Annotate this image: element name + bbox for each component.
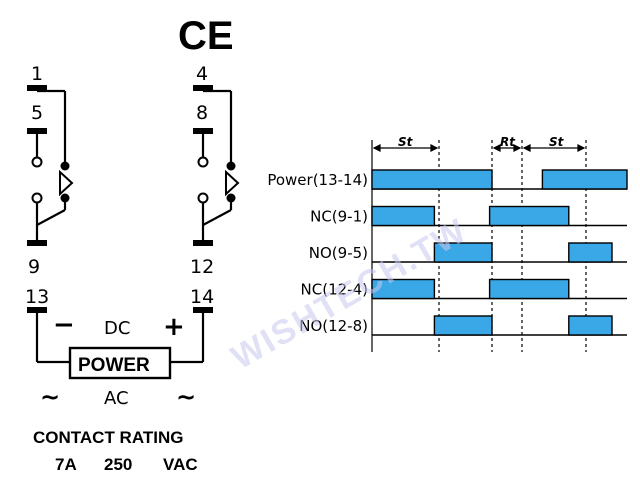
signal-high-pulse [488, 278, 570, 300]
signal-high-pulse [488, 205, 570, 227]
signal-high-pulse [433, 315, 493, 336]
pin-9-label: 9 [28, 256, 40, 278]
pin-8-label: 8 [196, 102, 208, 124]
pin-5-label: 5 [31, 102, 43, 124]
ac-label: AC [104, 388, 129, 409]
contact-rating: CONTACT RATING 7A 250 VAC [33, 428, 198, 474]
plus-sign: + [163, 312, 185, 342]
signal-row: NC(9-1) [310, 205, 627, 227]
signal-high-pulse [568, 315, 613, 336]
left-contact-group: 1 5 9 13 [25, 63, 74, 364]
signal-label: NO(12-8) [299, 317, 368, 335]
power-box [68, 346, 172, 380]
rt-label: Rt [500, 135, 516, 149]
st-label-1: St [398, 135, 414, 149]
signal-high-pulse [371, 278, 436, 300]
ce-mark: CE [178, 14, 234, 58]
tilde-left: ~ [40, 383, 60, 411]
rating-volts: 250 [104, 455, 132, 474]
pin-13-label: 13 [25, 286, 49, 308]
rating-amps: 7A [55, 455, 77, 474]
power-supply: − DC + POWER ~ AC ~ [40, 310, 196, 411]
signal-high-pulse [568, 242, 613, 263]
st-label-2: St [549, 135, 565, 149]
pin-14-label: 14 [190, 286, 214, 308]
signal-row: NC(12-4) [301, 278, 627, 300]
dc-label: DC [104, 318, 130, 339]
pin-12-label: 12 [190, 256, 214, 278]
power-label: POWER [78, 355, 150, 376]
rating-unit: VAC [163, 455, 198, 474]
signal-label: Power(13-14) [267, 171, 368, 189]
pin-4-label: 4 [196, 63, 208, 85]
right-contact-group: 4 8 12 14 [170, 63, 240, 364]
signal-row: NO(12-8) [299, 315, 627, 336]
signal-label: NC(12-4) [301, 281, 368, 299]
signal-label: NC(9-1) [310, 208, 368, 226]
pin-1-label: 1 [31, 63, 43, 85]
tilde-right: ~ [176, 383, 196, 411]
watermark: WISHTECH.TW [225, 211, 474, 377]
signal-row: NO(9-5) [309, 242, 627, 263]
minus-sign: − [53, 310, 75, 340]
signal-row: Power(13-14) [267, 169, 628, 190]
signal-high-pulse [433, 242, 493, 263]
signal-label: NO(9-5) [309, 244, 368, 262]
signal-high-pulse [541, 169, 628, 190]
signal-high-pulse [371, 205, 436, 227]
timing-chart: St Rt St Power(13-14) NC(9-1) NO(9-5) NC(12… [267, 135, 628, 352]
signal-high-pulse [371, 169, 493, 190]
contact-rating-title: CONTACT RATING [33, 428, 183, 447]
signal-rows: Power(13-14) NC(9-1) NO(9-5) NC(12-4) NO(12-… [267, 169, 628, 336]
